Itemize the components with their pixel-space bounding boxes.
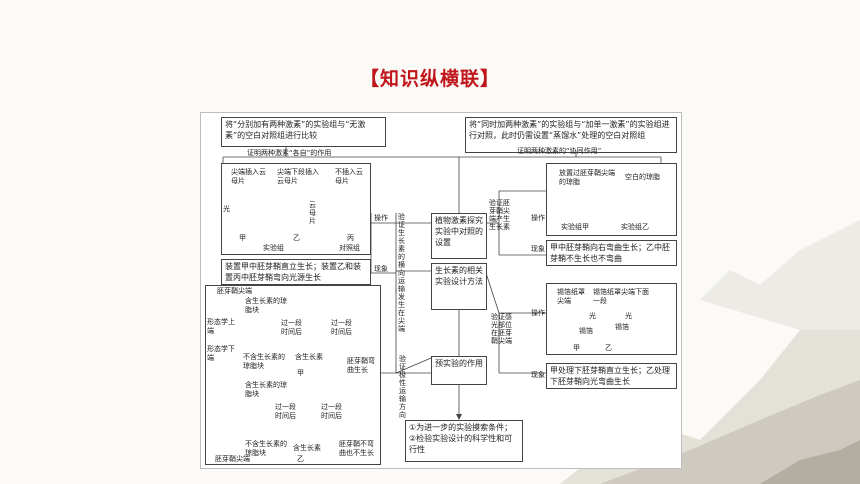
exp3-panel	[546, 163, 677, 236]
exp1-result: 装置甲中胚芽鞘直立生长；装置乙和装置丙中胚芽鞘弯向光源生长	[221, 259, 371, 285]
exp2-jia: 甲	[297, 369, 304, 377]
exp2-after-b1: 过一段时间后	[275, 403, 296, 420]
exp1-panel	[221, 163, 371, 255]
exp4-light-b: 光	[625, 312, 632, 320]
exp3-phenomenon: 现象	[531, 245, 545, 253]
diagram-sheet: 将“分别加有两种激素”的实验组与“无激素”的空白对照组进行比较 将“同时加两种激…	[200, 112, 682, 469]
exp2-tip-top: 胚芽鞘尖端	[217, 287, 252, 295]
exp2-has-auxin-b: 含生长素	[293, 444, 321, 452]
exp1-col-b: 尖端下段插入云母片	[277, 168, 319, 185]
branch-left-1: 验证生长素的横向运输发生在尖端	[398, 213, 405, 333]
exp2-no-bend: 胚芽鞘不弯曲也不生长	[339, 440, 374, 457]
exp4-light-a: 光	[589, 312, 596, 320]
top-right-box: 将“同时加两种激素”的实验组与“加单一激素”的实验组进行对照，此时仍需设置“蒸馏…	[465, 117, 677, 153]
exp2-agar-with-a: 含生长素的琼脂块	[245, 297, 287, 314]
exp4-cap-a: 锡箔纸罩尖端	[557, 288, 585, 305]
center-box-1: 植物激素探究实验中对照的设置	[431, 213, 487, 259]
exp2-after-b2: 过一段时间后	[321, 403, 342, 420]
bottom-center-box: ①为进一步的实验摸索条件；②检验实验设计的科学性和可行性	[405, 420, 523, 462]
exp4-foil-a: 锡箔	[579, 327, 593, 335]
exp2-agar-with-b: 含生长素的琼脂块	[245, 381, 287, 398]
exp2-morph-bottom: 形态学下端	[207, 345, 235, 362]
exp2-after-a2: 过一段时间后	[331, 319, 352, 336]
exp1-mica-b: 云母片	[309, 201, 316, 225]
exp3-place: 放置过胚芽鞘尖端的琼脂	[559, 169, 615, 186]
branch-right-1: 验证胚芽鞘尖端产生生长素	[489, 199, 510, 231]
exp1-group-ctrl: 对照组	[339, 244, 360, 252]
exp1-phenomenon: 现象	[374, 265, 388, 273]
branch-right-2: 验证感光部位在胚芽鞘尖端	[491, 313, 512, 345]
exp2-tip-bottom: 胚芽鞘尖端	[215, 455, 250, 463]
exp1-jia: 甲	[239, 234, 246, 242]
exp3-group-a: 实验组甲	[561, 223, 589, 231]
exp4-phenomenon: 现象	[531, 371, 545, 379]
exp4-yi: 乙	[605, 344, 612, 352]
exp4-panel	[546, 283, 677, 355]
exp2-morph-top: 形态学上端	[207, 318, 235, 335]
exp2-panel	[205, 285, 381, 465]
exp2-after-a1: 过一段时间后	[281, 319, 302, 336]
exp4-cap-b: 锡箔纸罩尖端下面一段	[593, 288, 649, 305]
exp1-op: 操作	[374, 214, 388, 222]
exp1-bing: 丙	[347, 234, 354, 242]
top-left-box: 将“分别加有两种激素”的实验组与“无激素”的空白对照组进行比较	[221, 117, 386, 147]
exp2-has-auxin-a: 含生长素	[295, 353, 323, 361]
center-box-2: 生长素的相关实验设计方法	[431, 263, 487, 310]
branch-left-2: 验证极性运输方向	[399, 355, 406, 419]
exp2-bend: 胚芽鞘弯曲生长	[347, 357, 375, 374]
exp2-agar-without-b: 不含生长素的琼脂块	[245, 440, 287, 457]
exp3-group-b: 实验组乙	[621, 223, 649, 231]
exp4-jia: 甲	[573, 344, 580, 352]
exp3-op: 操作	[531, 214, 545, 222]
exp4-foil-b: 锡箔	[615, 323, 629, 331]
label-co-role: 证明两种激素的“协同作用”	[517, 147, 602, 155]
exp4-op: 操作	[531, 309, 545, 317]
exp1-col-c: 不插入云母片	[335, 168, 363, 185]
exp1-yi: 乙	[293, 234, 300, 242]
exp4-result: 甲处理下胚芽鞘直立生长；乙处理下胚芽鞘向光弯曲生长	[546, 363, 677, 389]
page-title: 【知识纵横联】	[359, 68, 500, 90]
exp3-blank: 空白的琼脂	[625, 173, 660, 181]
center-box-3: 预实验的作用	[431, 356, 487, 385]
exp1-col-a: 尖端插入云母片	[231, 168, 266, 185]
exp3-result: 甲中胚芽鞘向右弯曲生长；乙中胚芽鞘不生长也不弯曲	[546, 240, 677, 266]
exp1-group-exp: 实验组	[263, 244, 284, 252]
exp2-yi: 乙	[297, 455, 304, 463]
exp2-agar-without-a: 不含生长素的琼脂块	[243, 353, 285, 370]
exp1-light: 光	[223, 205, 230, 213]
label-each-role: 证明两种激素“各自”的作用	[247, 149, 332, 157]
